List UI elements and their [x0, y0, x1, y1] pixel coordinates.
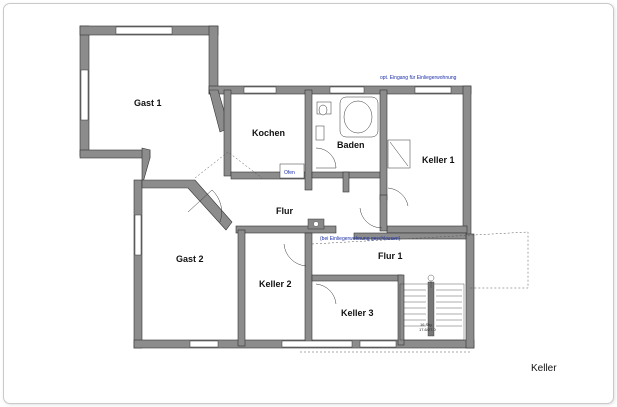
bathroom-fixtures	[315, 96, 411, 169]
room-label-keller1: Keller 1	[422, 155, 455, 165]
room-label-flur1: Flur 1	[378, 251, 403, 261]
room-label-keller2: Keller 2	[259, 279, 292, 289]
room-label-gast1: Gast 1	[134, 98, 162, 108]
note-stair-dim: 17.6/27.0	[419, 327, 436, 332]
note-optional-entrance: opt. Eingang für Einliegerwohnung	[380, 75, 457, 81]
room-label-baden: Baden	[337, 140, 365, 150]
staircase	[399, 274, 465, 341]
ofen-box	[279, 163, 305, 179]
windows	[80, 26, 452, 348]
room-label-kochen: Kochen	[252, 128, 285, 138]
plan-caption: Keller	[531, 363, 557, 374]
room-label-flur: Flur	[276, 206, 293, 216]
room-label-gast2: Gast 2	[176, 254, 204, 264]
note-stair-label: 16 Stg.	[420, 322, 433, 327]
room-label-keller3: Keller 3	[341, 308, 374, 318]
dashed-lines	[194, 151, 529, 353]
note-closed: (bei Einliegerwohnung geschlossen)	[320, 236, 401, 242]
doors	[187, 147, 409, 305]
chimney-flue-icon	[313, 221, 319, 227]
note-ofen: Ofen	[284, 170, 295, 176]
